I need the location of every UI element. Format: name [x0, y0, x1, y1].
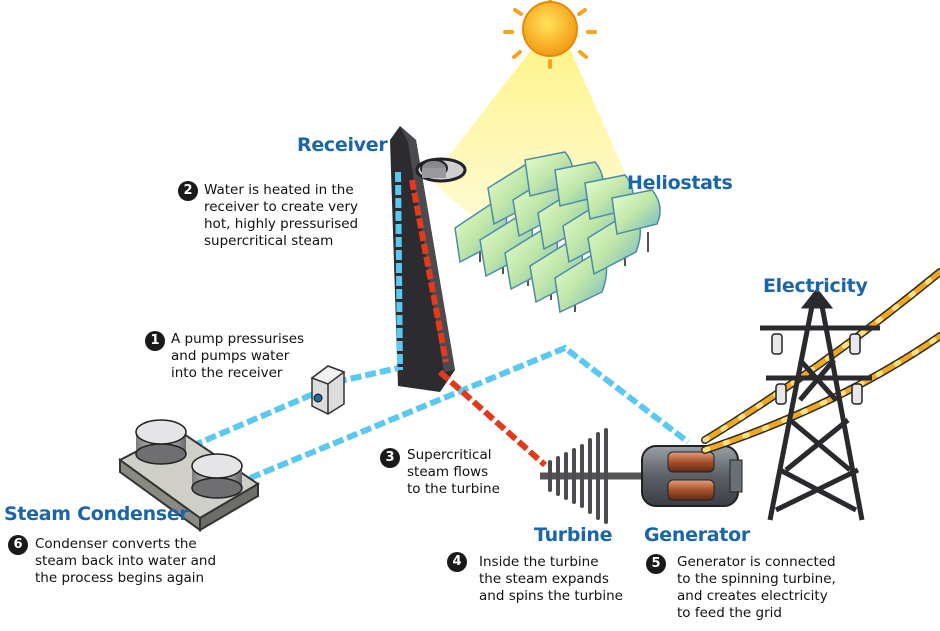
heliostats-array	[454, 151, 661, 314]
step-1-line-2: and pumps water	[171, 348, 290, 364]
step-1-line-3: into the receiver	[171, 365, 283, 381]
step-1-number-badge: 1	[145, 331, 165, 351]
step-6-line-1: Condenser converts the	[35, 536, 197, 552]
step-6-line-2: steam back into water and	[35, 553, 217, 569]
step-2-line-1: Water is heated in the	[204, 182, 354, 198]
transmission-tower	[760, 287, 880, 521]
receiver-tower	[390, 126, 467, 392]
generator-unit	[641, 445, 743, 507]
pipe-condenser-to-pump	[190, 389, 320, 449]
step-2-description: Water is heated in the receiver to creat…	[204, 182, 358, 250]
step-5-line-3: and creates electricity	[677, 588, 828, 604]
step-5-line-1: Generator is connected	[677, 554, 836, 570]
step-6-number-badge: 6	[8, 535, 28, 555]
step-5-line-2: to the spinning turbine,	[677, 571, 836, 587]
step-4-line-3: and spins the turbine	[479, 588, 623, 604]
step-3-line-3: to the turbine	[407, 481, 500, 497]
pump-unit	[310, 365, 346, 415]
step-1-description: A pump pressurises and pumps water into …	[171, 331, 304, 382]
heliostats-title: Heliostats	[627, 172, 733, 194]
turbine-unit	[540, 428, 650, 524]
step-3-line-2: steam flows	[407, 464, 489, 480]
steam-condenser-unit	[118, 419, 260, 532]
steam-condenser-title: Steam Condenser	[4, 503, 189, 525]
step-3-description: Supercritical steam flows to the turbine	[407, 447, 500, 498]
step-4-line-2: the steam expands	[479, 571, 609, 587]
generator-title: Generator	[644, 524, 750, 546]
step-2-line-4: supercritical steam	[204, 233, 334, 249]
electricity-title: Electricity	[763, 275, 868, 297]
step-2-number-badge: 2	[178, 181, 198, 201]
step-5-description: Generator is connected to the spinning t…	[677, 554, 836, 622]
turbine-title: Turbine	[534, 524, 613, 546]
step-6-description: Condenser converts the steam back into w…	[35, 536, 216, 587]
step-4-number-badge: 4	[447, 552, 467, 572]
sun-icon	[503, 0, 597, 69]
pipe-receiver-to-turbine	[438, 369, 547, 468]
step-3-number-badge: 3	[380, 448, 400, 468]
tower-insulators	[771, 333, 863, 405]
step-5-line-4: to feed the grid	[677, 605, 782, 621]
step-2-line-2: receiver to create very	[204, 199, 358, 215]
step-2-line-3: hot, highly pressurised	[204, 216, 359, 232]
pipe-network	[190, 344, 690, 481]
step-1-line-1: A pump pressurises	[171, 331, 305, 347]
step-6-line-3: the process begins again	[35, 570, 205, 586]
pipe-pump-to-receiver	[335, 365, 399, 385]
power-lines	[701, 268, 940, 454]
receiver-title: Receiver	[297, 134, 388, 156]
step-4-line-1: Inside the turbine	[479, 554, 599, 570]
pipe-generator-to-condenser	[248, 344, 690, 481]
step-5-number-badge: 5	[646, 554, 666, 574]
step-3-line-1: Supercritical	[407, 447, 492, 463]
step-4-description: Inside the turbine the steam expands and…	[479, 554, 623, 605]
